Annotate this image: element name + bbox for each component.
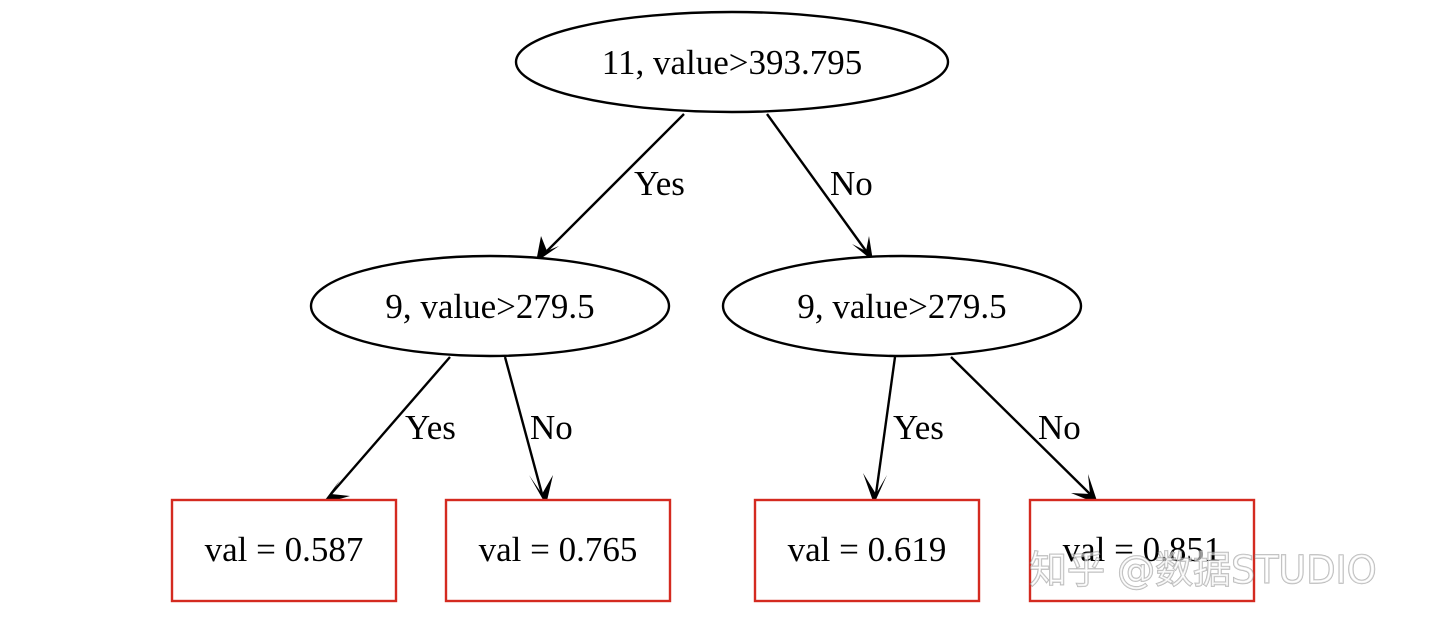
edge-left-leaf2 — [503, 356, 544, 495]
root-node-label: 11, value>393.795 — [602, 43, 862, 82]
right-split-node: 9, value>279.5 — [721, 254, 1083, 358]
left-split-node-label: 9, value>279.5 — [385, 287, 594, 326]
leaf-node-2-label: val = 0.765 — [479, 530, 638, 569]
edge-root-right — [766, 113, 867, 252]
left-split-node-shape — [309, 254, 671, 358]
right-split-node-label: 9, value>279.5 — [797, 287, 1006, 326]
edge-label-left-leaf2: No — [530, 408, 573, 447]
left-split-node: 9, value>279.5 — [309, 254, 671, 358]
leaf-node-4-label: val = 0.851 — [1063, 530, 1222, 569]
leaf-node-4-box — [1028, 498, 1256, 603]
leaf-node-1: val = 0.587 — [170, 498, 398, 603]
arrowhead-left-leaf2 — [529, 475, 553, 505]
edge-label-root-right: No — [830, 164, 873, 203]
arrowheads — [322, 236, 1098, 505]
leaf-node-3-label: val = 0.619 — [788, 530, 947, 569]
arrowhead-right-leaf4 — [1071, 474, 1098, 504]
leaf-node-2-box — [444, 498, 672, 603]
edge-label-right-leaf3: Yes — [893, 408, 944, 447]
edges — [330, 113, 1091, 495]
watermark: 知乎 @数据STUDIO — [1029, 548, 1377, 592]
leaf-node-3: val = 0.619 — [753, 498, 981, 603]
leaf-node-2: val = 0.765 — [444, 498, 672, 603]
arrowhead-left-leaf1 — [322, 480, 350, 504]
arrowhead-right-leaf3 — [863, 473, 887, 504]
leaf-node-1-box — [170, 498, 398, 603]
edge-label-right-leaf4: No — [1038, 408, 1081, 447]
root-node: 11, value>393.795 — [514, 10, 950, 114]
root-node-shape — [514, 10, 950, 114]
edge-left-leaf1 — [330, 356, 451, 495]
edge-root-left — [546, 113, 685, 252]
leaf-node-3-box — [753, 498, 981, 603]
edge-right-leaf4 — [950, 356, 1091, 495]
leaf-node-1-label: val = 0.587 — [205, 530, 364, 569]
arrowhead-root-right — [852, 236, 873, 261]
edge-right-leaf3 — [874, 356, 897, 495]
edge-label-root-left: Yes — [634, 164, 685, 203]
leaf-node-4: val = 0.851 — [1028, 498, 1256, 603]
edge-label-left-leaf1: Yes — [405, 408, 456, 447]
arrowhead-root-left — [536, 236, 559, 262]
right-split-node-shape — [721, 254, 1083, 358]
